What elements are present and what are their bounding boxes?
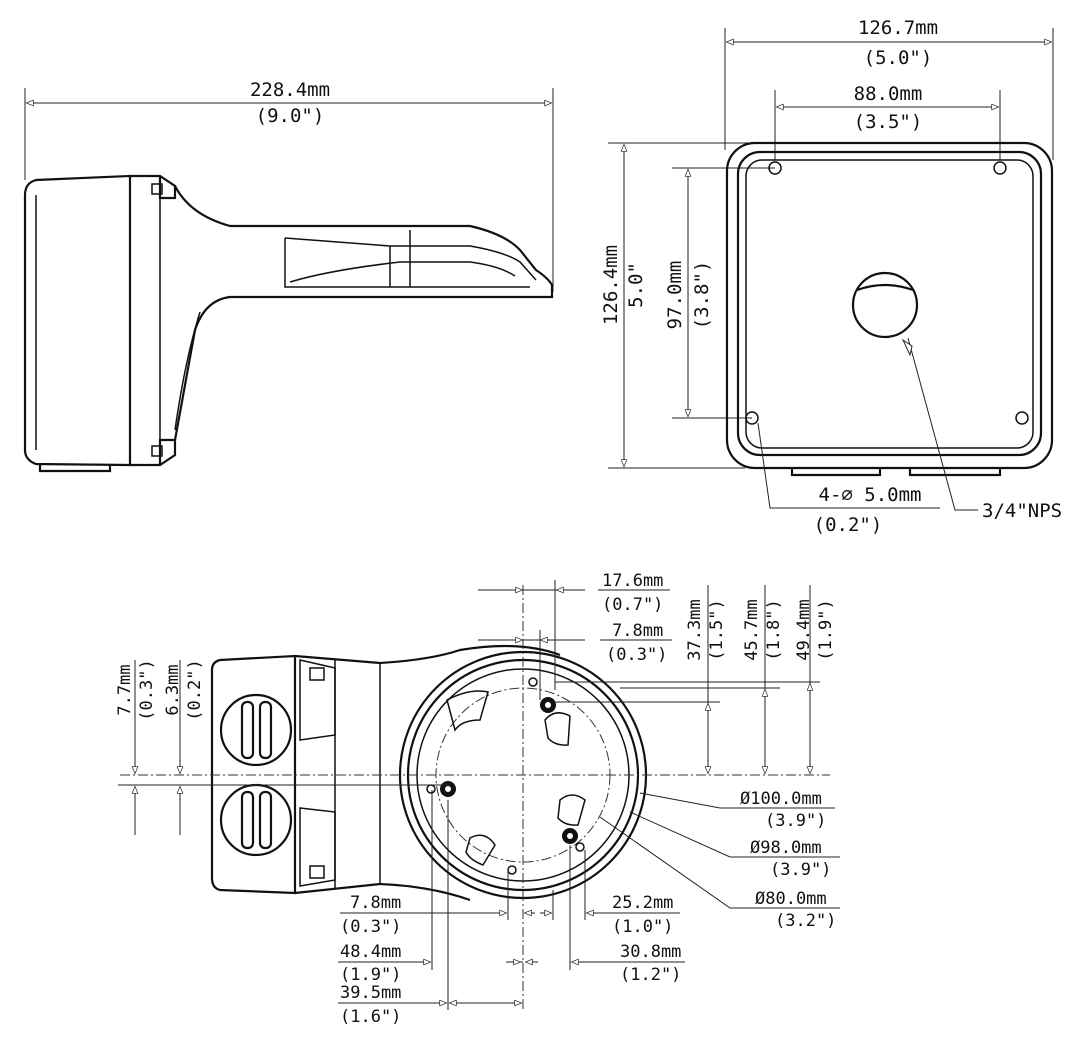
bottom-v3-mm-label: 49.4mm xyxy=(794,599,814,660)
back-hole-vspan-in-label: (3.8") xyxy=(691,261,713,330)
bottom-b4-mm-label: 30.8mm xyxy=(620,942,681,962)
mount-hole-bottom-right xyxy=(1015,411,1029,425)
bottom-view: 17.6mm (0.7") 7.8mm (0.3") 37.3mm (1.5")… xyxy=(115,571,840,1027)
bottom-arm-outline xyxy=(294,644,561,902)
diameter-80-mm-label: Ø80.0mm xyxy=(755,889,827,909)
bottom-v3-in-label: (1.9") xyxy=(816,599,836,660)
bottom-v1-in-label: (1.5") xyxy=(707,599,727,660)
bottom-v2-in-label: (1.8") xyxy=(764,599,784,660)
bottom-v2-mm-label: 45.7mm xyxy=(742,599,762,660)
back-hole-span-in-label: (3.5") xyxy=(854,111,923,133)
back-plate-outline xyxy=(725,141,1054,470)
back-height-mm-label: 126.4mm xyxy=(600,245,622,325)
bottom-l1-mm-label: 7.7mm xyxy=(115,664,135,715)
diameter-100-in-label: (3.9") xyxy=(765,811,826,831)
mount-hole-top-left xyxy=(768,161,782,175)
bottom-b3-in-label: (1.9") xyxy=(340,965,401,985)
bottom-d2-mm-label: 7.8mm xyxy=(612,621,663,641)
bottom-d1-in-label: (0.7") xyxy=(602,595,663,615)
bottom-b4-in-label: (1.2") xyxy=(620,965,681,985)
bottom-l2-mm-label: 6.3mm xyxy=(163,664,183,715)
side-view: 228.4mm (9.0") xyxy=(23,79,554,473)
bottom-v1-mm-label: 37.3mm xyxy=(685,599,705,660)
bottom-housing-outline xyxy=(210,654,297,895)
back-width-in-label: (5.0") xyxy=(864,47,933,69)
back-hole-vspan-mm-label: 97.0mm xyxy=(664,261,686,330)
diameter-98-in-label: (3.9") xyxy=(770,860,831,880)
mount-hole-bottom-left xyxy=(745,411,759,425)
bottom-b2-in-label: (1.0") xyxy=(612,917,673,937)
bottom-b1-in-label: (0.3") xyxy=(340,917,401,937)
cable-gland-bottom xyxy=(219,783,293,857)
conduit-opening xyxy=(851,271,919,339)
thread-spec-label: 3/4"NPS xyxy=(982,500,1062,522)
bottom-b3-mm-label: 48.4mm xyxy=(340,942,401,962)
back-hole-span-mm-label: 88.0mm xyxy=(854,83,923,105)
side-housing-outline xyxy=(23,174,132,467)
bottom-l1-in-label: (0.3") xyxy=(137,659,157,720)
diameter-100-mm-label: Ø100.0mm xyxy=(740,789,822,809)
mount-hole-top-right xyxy=(993,161,1007,175)
bottom-l2-in-label: (0.2") xyxy=(185,659,205,720)
bottom-b5-in-label: (1.6") xyxy=(340,1007,401,1027)
cable-gland-top xyxy=(219,693,293,767)
back-height-in-label: 5.0" xyxy=(625,262,647,308)
back-hole-spec-mm-label: 4-∅ 5.0mm xyxy=(819,484,922,506)
bottom-d2-in-label: (0.3") xyxy=(606,645,667,665)
back-view: 126.7mm (5.0") 88.0mm (3.5") 126.4mm 5.0… xyxy=(600,17,1062,536)
side-arm-outline xyxy=(173,185,554,441)
side-width-in-label: (9.0") xyxy=(256,105,325,127)
back-width-mm-label: 126.7mm xyxy=(858,17,938,39)
bottom-d1-mm-label: 17.6mm xyxy=(602,571,663,591)
bottom-b2-mm-label: 25.2mm xyxy=(612,893,673,913)
bottom-b1-mm-label: 7.8mm xyxy=(350,893,401,913)
diameter-80-in-label: (3.2") xyxy=(775,911,836,931)
back-hole-spec-in-label: (0.2") xyxy=(814,514,883,536)
bottom-b5-mm-label: 39.5mm xyxy=(340,983,401,1003)
diameter-98-mm-label: Ø98.0mm xyxy=(750,838,822,858)
side-width-mm-label: 228.4mm xyxy=(250,79,330,101)
